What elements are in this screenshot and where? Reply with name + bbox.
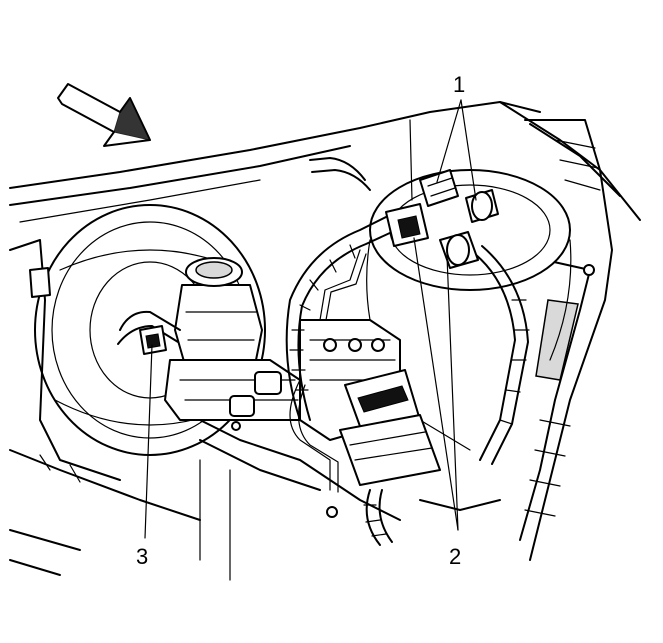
callout-2-label: 2 <box>449 544 461 569</box>
brake-fluid-reservoir <box>174 257 263 366</box>
callout-1-label: 1 <box>453 72 465 97</box>
brake-modulator <box>299 319 441 486</box>
leader-3 <box>144 344 153 539</box>
left-inner-fender <box>9 239 201 576</box>
leader-lines <box>144 99 477 539</box>
electrical-connectors <box>385 119 499 269</box>
leader-1b <box>460 99 477 201</box>
direction-arrow-icon <box>57 83 151 147</box>
lower-frame <box>199 419 501 581</box>
callout-3-label: 3 <box>136 544 148 569</box>
leader-2b <box>446 255 459 531</box>
strut-tower <box>366 169 572 451</box>
leader-2a <box>413 237 459 531</box>
leader-1a <box>436 99 462 183</box>
wiring-harness <box>117 157 530 546</box>
booster-sensor-connector <box>139 325 167 355</box>
master-cylinder <box>164 359 301 421</box>
